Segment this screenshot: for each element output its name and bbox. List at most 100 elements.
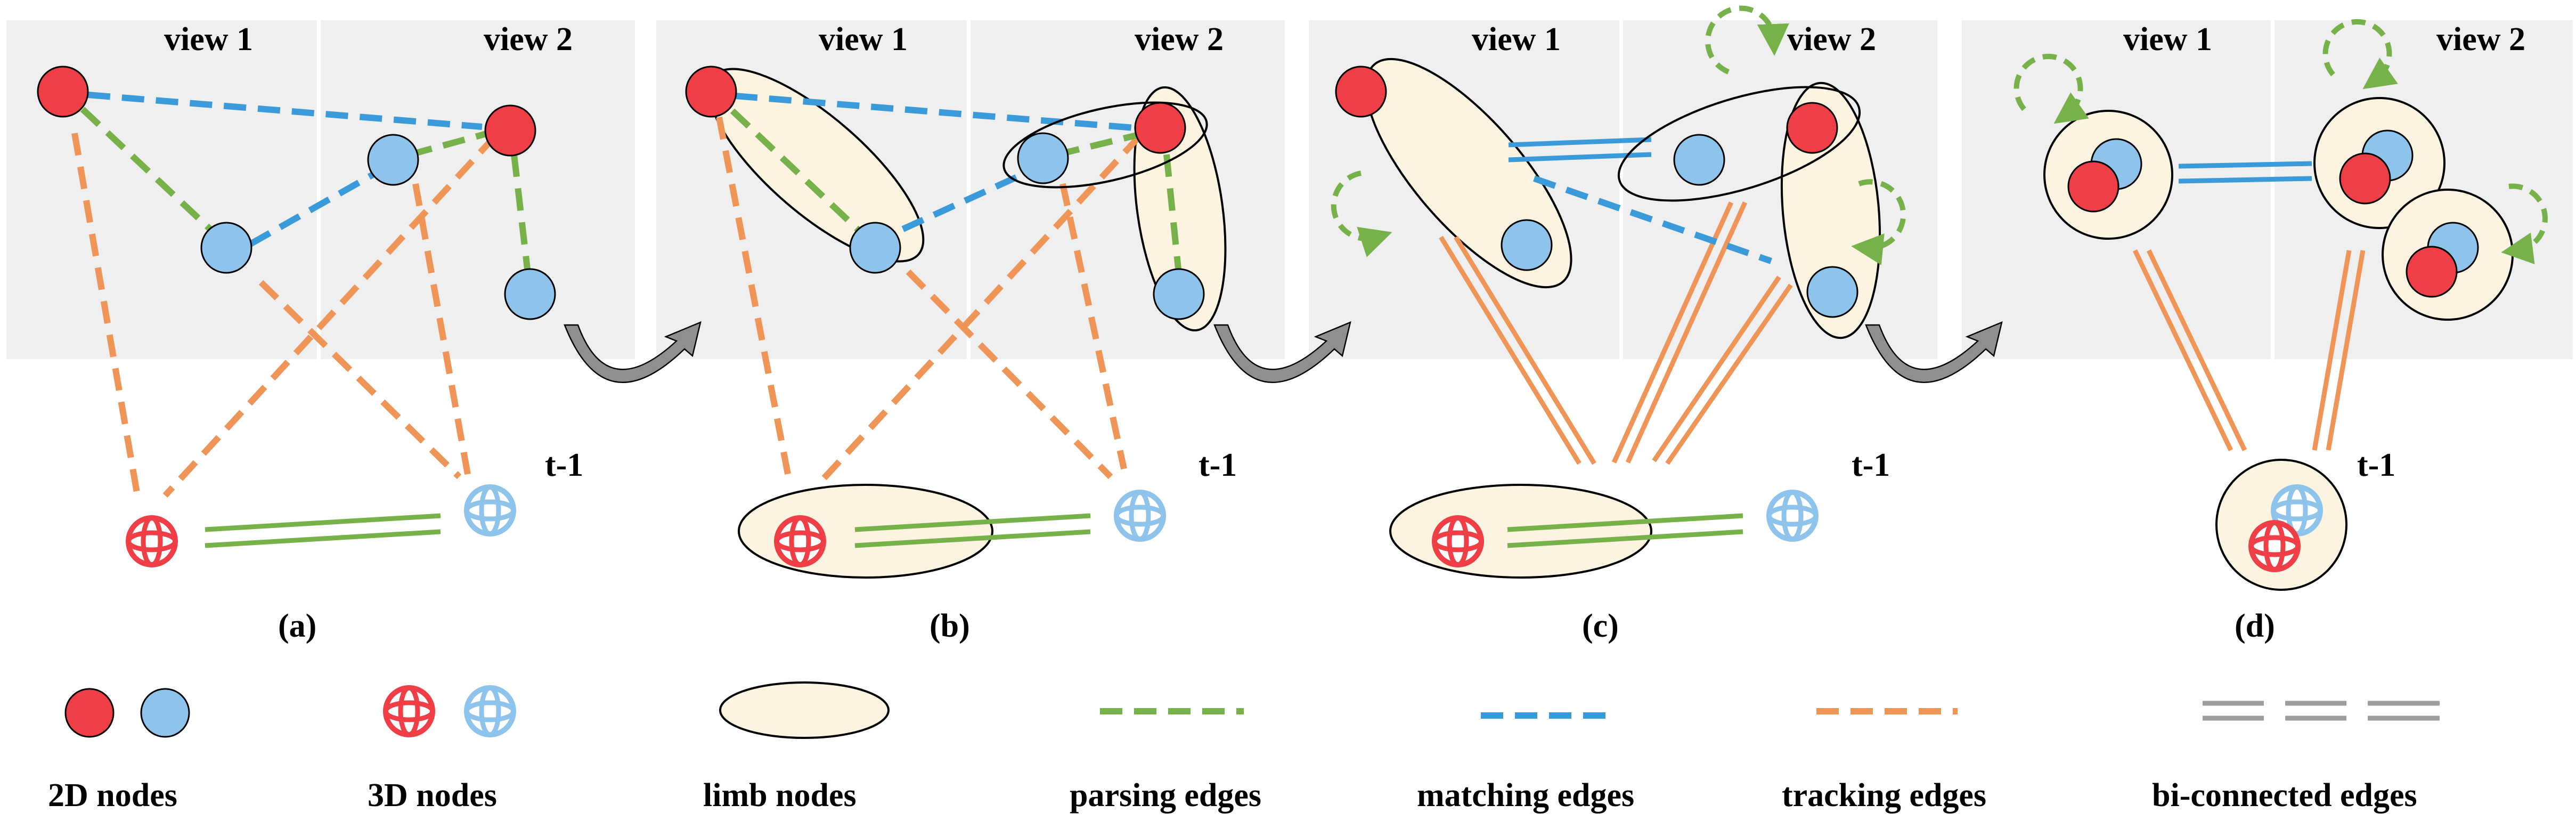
node-2d-blue bbox=[504, 268, 556, 320]
tracking-edge-biconnected bbox=[1454, 235, 1596, 465]
panel-d-caption: (d) bbox=[2235, 608, 2275, 644]
transition-arrow-a-to-b bbox=[564, 321, 702, 383]
biconnected-edge bbox=[205, 513, 441, 532]
legend-tracking-edges-label: tracking edges bbox=[1782, 777, 1986, 814]
panel-a-caption: (a) bbox=[278, 608, 316, 644]
biconnected-edge bbox=[205, 529, 441, 548]
node-2d-red bbox=[1134, 102, 1186, 154]
node-2d-blue bbox=[1806, 266, 1858, 318]
self-loop-arrow bbox=[1705, 5, 1789, 75]
node-2d-red bbox=[2067, 160, 2120, 213]
transition-arrow-b-to-c bbox=[1213, 321, 1351, 383]
panel-c-view2-label: view 2 bbox=[1787, 21, 1876, 58]
node-3d-red bbox=[777, 518, 824, 565]
node-2d-blue bbox=[200, 222, 252, 274]
tracking-edge-biconnected bbox=[2312, 250, 2352, 451]
limb-node bbox=[1617, 86, 1861, 202]
panel-c-caption: (c) bbox=[1582, 608, 1619, 644]
parsing-edge bbox=[730, 108, 863, 234]
node-2d-red bbox=[37, 66, 89, 118]
tracking-edge bbox=[716, 116, 793, 483]
matching-edge-biconnected bbox=[2178, 161, 2312, 169]
self-loop-arrow bbox=[1851, 179, 1906, 265]
node-2d-red bbox=[1335, 66, 1387, 118]
panel-b-prev-frame-label: t-1 bbox=[1199, 447, 1237, 483]
panel-b-view2-label: view 2 bbox=[1135, 21, 1224, 58]
node-3d-red bbox=[1434, 518, 1481, 565]
legend-limb-nodes-label: limb nodes bbox=[703, 777, 857, 814]
node-2d-blue bbox=[849, 222, 901, 274]
limb-node bbox=[1002, 101, 1208, 189]
panel-b-caption: (b) bbox=[930, 608, 970, 644]
node-2d-blue bbox=[1673, 134, 1725, 186]
panel-d-view1-label: view 1 bbox=[2123, 21, 2212, 58]
parsing-edge bbox=[1163, 154, 1181, 270]
matching-edge bbox=[901, 170, 1027, 232]
node-3d-blue bbox=[467, 487, 513, 534]
panel-c: view 1 view 2 t-1 (c) bbox=[1309, 5, 1937, 644]
biconnected-edge bbox=[854, 513, 1091, 532]
panel-d: view 1 view 2 t-1 (d) bbox=[1962, 19, 2573, 644]
panel-d-prev-frame-label: t-1 bbox=[2357, 447, 2395, 483]
tracking-edge bbox=[412, 183, 471, 475]
self-loop-arrow bbox=[2322, 19, 2398, 90]
legend: 2D nodes 3D nodes limb nodes parsing edg… bbox=[48, 681, 2440, 814]
panel-d-view2-label: view 2 bbox=[2436, 21, 2525, 58]
node-3d-red bbox=[2251, 523, 2298, 570]
node-3d-red bbox=[128, 518, 175, 565]
legend-biconnected-edge bbox=[2203, 701, 2440, 721]
parsing-edge bbox=[511, 154, 531, 270]
panel-a-prev-frame-label: t-1 bbox=[545, 447, 583, 483]
panel-c-prev-frame-label: t-1 bbox=[1852, 447, 1890, 483]
node-2d-blue bbox=[1017, 132, 1069, 184]
panel-a-view2-region bbox=[321, 20, 635, 359]
matching-edge-biconnected bbox=[1508, 137, 1652, 148]
legend-3d-red-node bbox=[386, 688, 433, 735]
legend-biconnected-edges-label: bi-connected edges bbox=[2152, 777, 2417, 814]
tracking-edge-biconnected bbox=[1611, 201, 1734, 464]
tracking-edge bbox=[162, 133, 498, 498]
matching-edge-biconnected bbox=[2178, 176, 2312, 184]
matching-edge bbox=[1533, 175, 1772, 264]
biconnected-edge bbox=[854, 529, 1091, 548]
legend-2d-nodes-label: 2D nodes bbox=[48, 777, 177, 814]
panel-c-view1-label: view 1 bbox=[1472, 21, 1561, 58]
legend-limb-node bbox=[719, 681, 890, 739]
tracking-edge bbox=[258, 280, 462, 479]
tracking-edge-biconnected bbox=[2146, 249, 2247, 451]
node-2d-blue bbox=[367, 134, 419, 186]
parsing-edge bbox=[80, 107, 218, 237]
node-2d-red bbox=[484, 104, 536, 157]
biconnected-edge bbox=[1507, 513, 1743, 532]
self-loop-arrow bbox=[2501, 183, 2548, 264]
panel-a: view 1 view 2 t-1 (a) bbox=[6, 20, 635, 644]
tracking-edge-biconnected bbox=[1439, 235, 1582, 465]
legend-2d-blue-node bbox=[140, 688, 190, 738]
node-3d-blue bbox=[1116, 492, 1163, 539]
panel-a-view1-label: view 1 bbox=[164, 21, 253, 58]
node-2d-blue bbox=[1501, 219, 1553, 271]
tracking-edge bbox=[906, 269, 1113, 479]
panel-a-view2-label: view 2 bbox=[484, 21, 573, 58]
node-3d-blue bbox=[1769, 492, 1816, 539]
tracking-edge-biconnected bbox=[2132, 249, 2233, 451]
node-2d-red bbox=[2339, 152, 2391, 205]
tracking-edge bbox=[1059, 183, 1127, 470]
legend-3d-blue-node bbox=[467, 688, 513, 735]
parsing-edge bbox=[409, 127, 499, 158]
legend-2d-red-node bbox=[64, 688, 115, 738]
legend-3d-nodes-label: 3D nodes bbox=[368, 777, 497, 814]
matching-edge bbox=[249, 170, 377, 247]
node-2d-red bbox=[1786, 102, 1838, 154]
tracking-edge-biconnected bbox=[1625, 201, 1748, 464]
panel-b: view 1 view 2 t-1 (b) bbox=[656, 20, 1285, 644]
node-2d-red bbox=[685, 66, 737, 118]
biconnected-edge bbox=[1507, 529, 1743, 548]
tracking-edge bbox=[818, 133, 1143, 485]
panel-b-view2-region bbox=[971, 20, 1285, 359]
parsing-edge bbox=[1056, 129, 1151, 158]
transition-arrow-c-to-d bbox=[1865, 321, 2003, 383]
legend-parsing-edges-label: parsing edges bbox=[1070, 777, 1261, 814]
self-loop-arrow bbox=[1331, 170, 1392, 257]
